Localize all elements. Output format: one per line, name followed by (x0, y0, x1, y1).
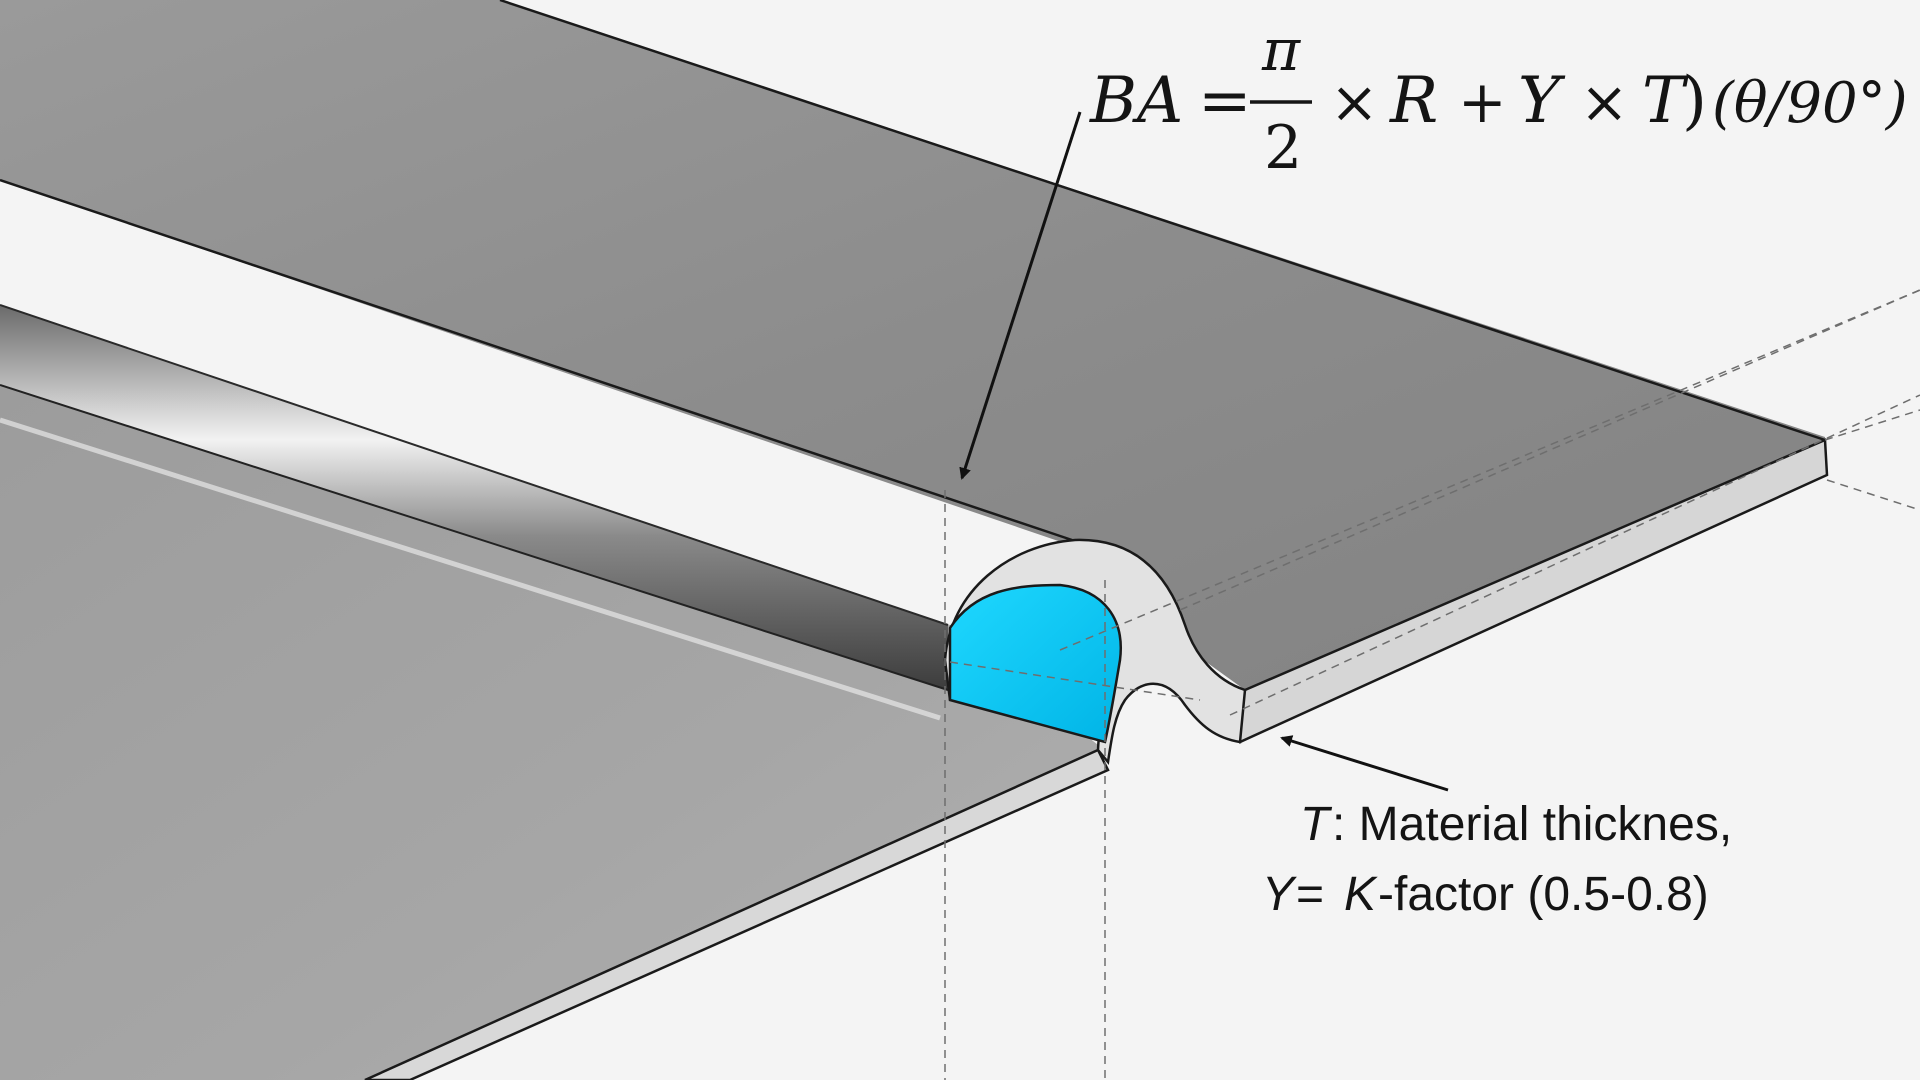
annotation-line2: -factor (0.5-0.8) (1378, 868, 1709, 921)
bend-allowance-formula: BA = π 2 × R + Y × T ) (θ/90°) (1089, 16, 1908, 183)
thickness-leader-arrow (1280, 735, 1449, 792)
bend-ridge-rod (0, 304, 949, 721)
lower-sheet (0, 375, 1110, 1080)
formula-close-paren: ) (1682, 64, 1707, 138)
formula-denominator: 2 (1264, 113, 1302, 183)
construction-lines (944, 289, 1920, 1080)
thickness-annotation: T : Material thicknes, Y = K -factor (0.… (1262, 798, 1732, 921)
formula-leader-arrow (959, 111, 1082, 480)
annotation-equals: = (1296, 868, 1324, 921)
annotation-k-var: K (1344, 868, 1378, 921)
formula-times-1: × (1330, 68, 1379, 136)
bend-allowance-region (948, 583, 1122, 744)
formula-equals: = (1198, 64, 1252, 138)
formula-plus: + (1458, 68, 1507, 136)
formula-times-2: × (1580, 68, 1629, 136)
formula-y: Y (1518, 64, 1566, 138)
annotation-line1: : Material thicknes, (1332, 798, 1732, 851)
annotation-t-var: T (1300, 798, 1333, 851)
formula-numerator: π (1261, 16, 1301, 84)
formula-t: T (1642, 64, 1689, 138)
bend-cross-section (943, 538, 1247, 765)
formula-angle-term: (θ/90°) (1712, 71, 1908, 136)
formula-r: R (1389, 64, 1438, 138)
annotation-y-var: Y (1262, 868, 1297, 921)
formula-lhs: BA (1089, 64, 1183, 138)
